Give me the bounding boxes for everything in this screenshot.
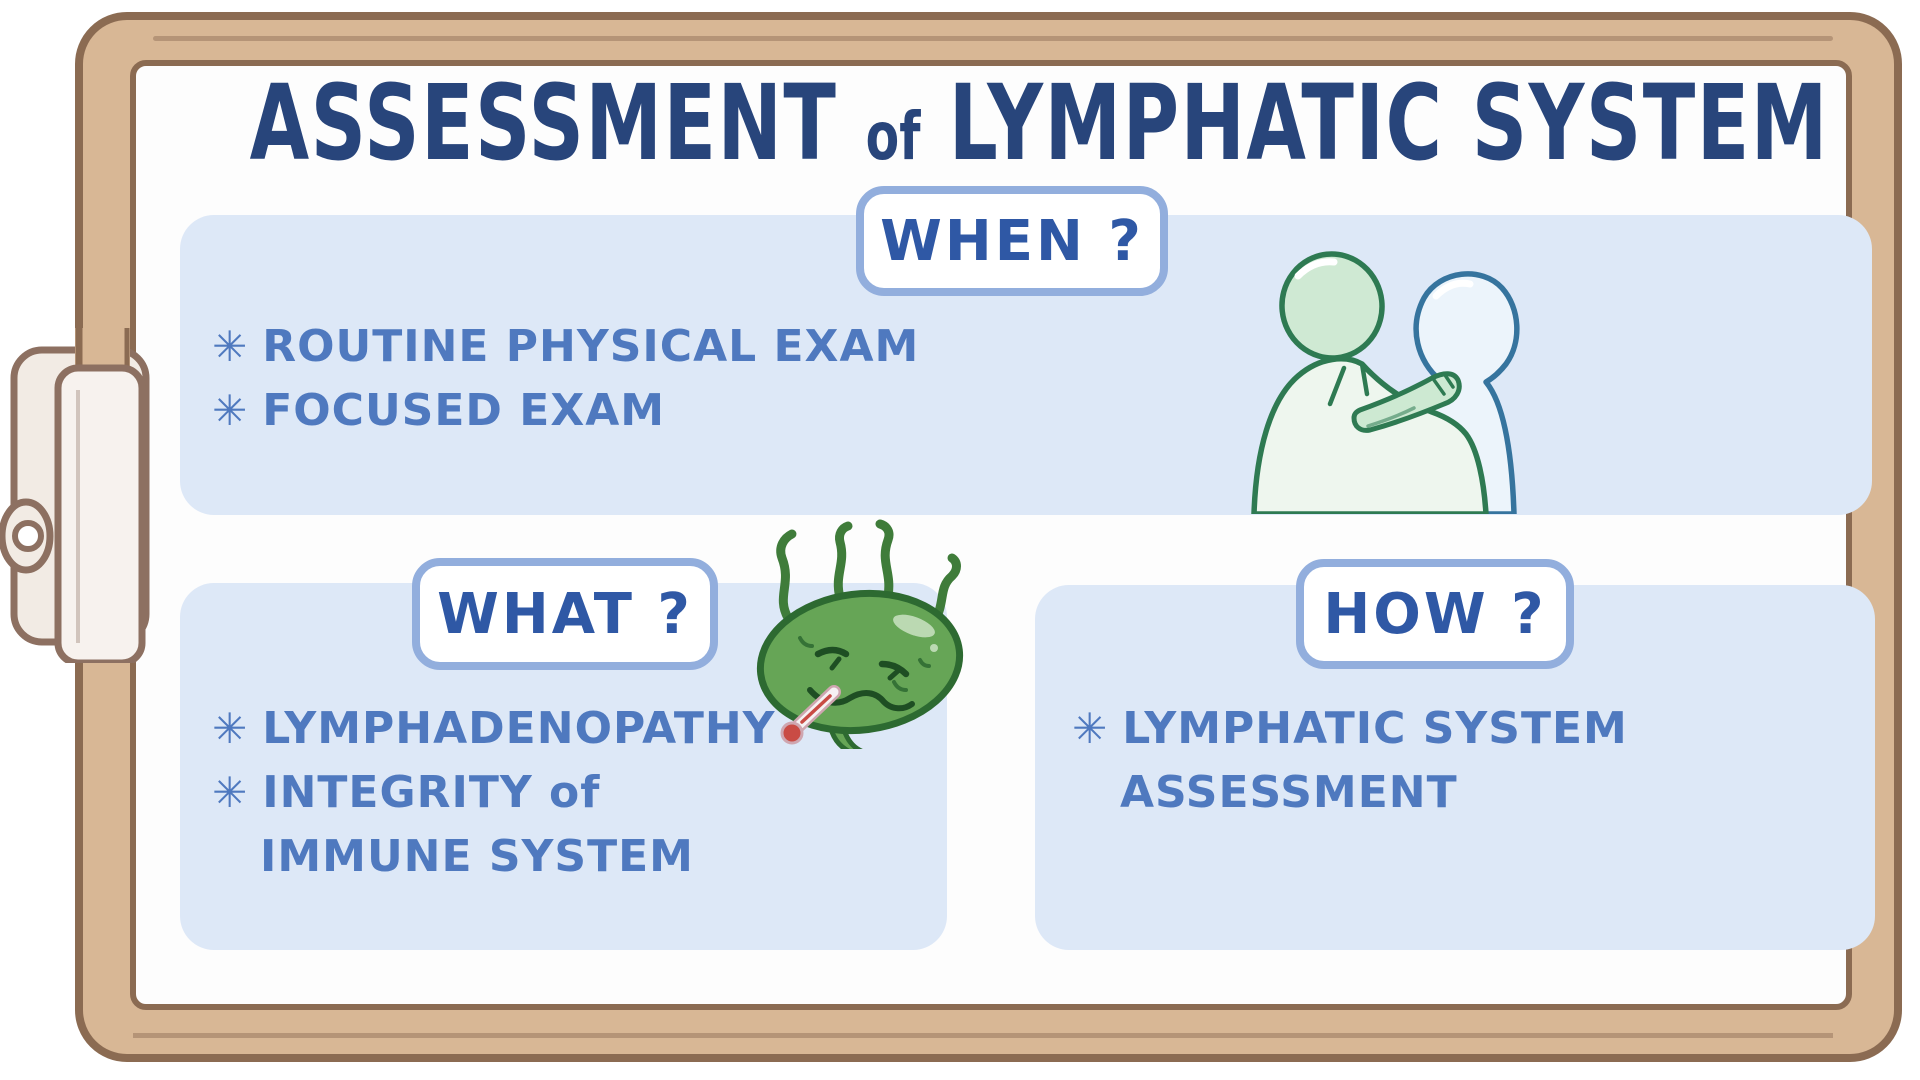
list-item: ✳ ROUTINE PHYSICAL EXAM <box>212 318 919 382</box>
when-item-2: FOCUSED EXAM <box>262 385 666 436</box>
list-item: ✳ LYMPHATIC SYSTEM <box>1072 700 1628 764</box>
what-item-2-line-1: INTEGRITY of <box>262 767 601 818</box>
frame-sketch-line-top <box>153 36 1833 41</box>
asterisk-bullet-icon: ✳ <box>212 386 249 435</box>
when-label-box: WHEN ? <box>856 186 1168 296</box>
how-label-box: HOW ? <box>1296 559 1574 669</box>
clinician-examining-patient-neck-icon <box>1251 251 1520 514</box>
how-item-1-line-2: ASSESSMENT <box>1120 767 1458 818</box>
title-part-of: of <box>865 98 921 175</box>
sick-germ-with-thermometer-icon <box>756 519 964 749</box>
asterisk-bullet-icon: ✳ <box>212 704 249 753</box>
asterisk-bullet-icon: ✳ <box>1072 704 1109 753</box>
how-bullet-list: ✳ LYMPHATIC SYSTEM ASSESSMENT <box>1072 700 1628 828</box>
when-bullet-list: ✳ ROUTINE PHYSICAL EXAM ✳ FOCUSED EXAM <box>212 318 919 446</box>
list-item: ✳ FOCUSED EXAM <box>212 382 919 446</box>
list-item-continuation: ASSESSMENT <box>1072 764 1628 828</box>
what-item-1: LYMPHADENOPATHY <box>262 703 776 754</box>
asterisk-bullet-icon: ✳ <box>212 768 249 817</box>
title-part-2: LYMPHATIC SYSTEM <box>948 62 1829 184</box>
list-item-continuation: IMMUNE SYSTEM <box>212 828 776 892</box>
how-label: HOW ? <box>1323 581 1547 647</box>
what-label-box: WHAT ? <box>412 558 718 670</box>
what-label: WHAT ? <box>437 581 693 647</box>
when-item-1: ROUTINE PHYSICAL EXAM <box>262 321 920 372</box>
list-item: ✳ INTEGRITY of <box>212 764 776 828</box>
page-title: ASSESSMENT of LYMPHATIC SYSTEM <box>249 62 1828 184</box>
how-item-1-line-1: LYMPHATIC SYSTEM <box>1122 703 1628 754</box>
when-label: WHEN ? <box>880 208 1144 274</box>
frame-sketch-line-bottom <box>133 1033 1833 1038</box>
what-item-2-line-2: IMMUNE SYSTEM <box>260 831 694 882</box>
list-item: ✳ LYMPHADENOPATHY <box>212 700 776 764</box>
asterisk-bullet-icon: ✳ <box>212 322 249 371</box>
clipboard-clip-icon <box>0 328 150 663</box>
what-bullet-list: ✳ LYMPHADENOPATHY ✳ INTEGRITY of IMMUNE … <box>212 700 776 892</box>
title-part-1: ASSESSMENT <box>249 62 838 184</box>
